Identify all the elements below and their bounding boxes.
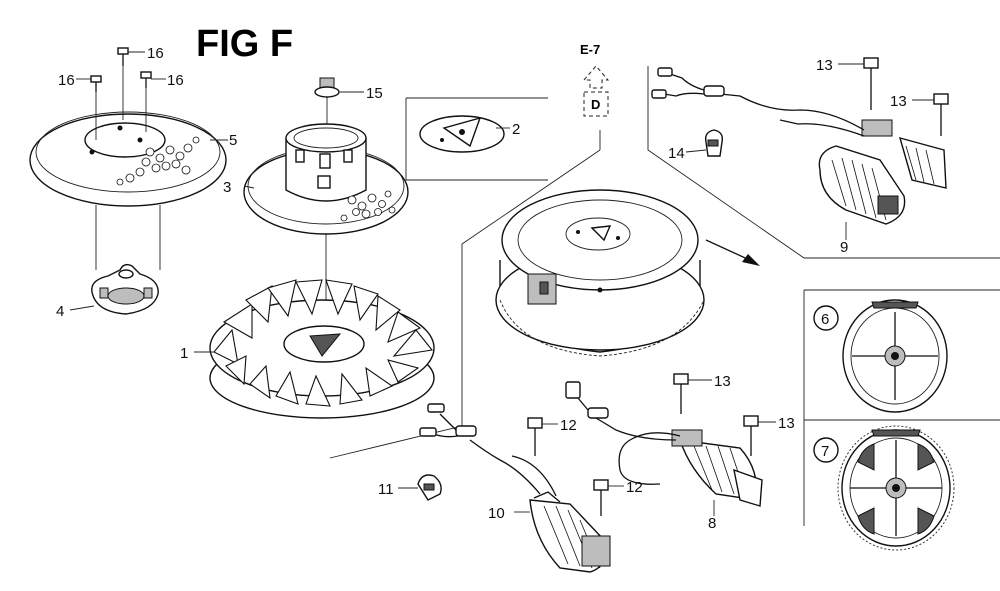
part-14-nut (314, 77, 340, 130)
callout-16: 16 (58, 72, 75, 89)
part-1-cooling-fan (209, 279, 435, 419)
part-15-wire-clip (704, 129, 724, 157)
part-9-ignition-coil (651, 67, 947, 225)
callout-3: 3 (223, 179, 231, 196)
callout-13: 13 (714, 373, 731, 390)
callout-16: 16 (147, 45, 164, 62)
callout-12: 12 (626, 479, 643, 496)
part-8-charge-coil (565, 381, 763, 507)
reference-box-letter: D (591, 97, 600, 112)
callout-13: 13 (816, 57, 833, 74)
flywheel (495, 189, 705, 357)
reference-label: E-7 (580, 42, 600, 57)
part-13-bolts-lower (673, 373, 759, 456)
callout-13: 13 (890, 93, 907, 110)
callout-10: 10 (488, 505, 505, 522)
callout-15: 14 (668, 145, 685, 162)
part-7-flywheel-inset (837, 425, 955, 551)
callout-12: 12 (560, 417, 577, 434)
callout-5: 5 (229, 132, 237, 149)
part-2-plate (419, 115, 505, 153)
part-11-wire-clip (417, 474, 442, 501)
part-6-flywheel-inset (842, 299, 948, 413)
part-5-cover-plate (29, 111, 227, 207)
part-3-starter-pulley (243, 123, 409, 235)
part-4-starter-hub (91, 263, 159, 315)
part-13-bolts-upper (863, 57, 949, 136)
callout-16: 16 (167, 72, 184, 89)
part-10-exciter-coil (419, 403, 611, 573)
callout-13: 13 (778, 415, 795, 432)
callout-2: 2 (512, 121, 520, 138)
figure-title: FIG F (196, 23, 293, 65)
callout-1: 1 (180, 345, 188, 362)
callout-14: 15 (366, 85, 383, 102)
reference-arrow-e7: E-7 D (580, 42, 610, 117)
callout-4: 4 (56, 303, 64, 320)
callout-9: 9 (840, 239, 848, 256)
part-12-bolts (527, 417, 609, 516)
callout-7: 7 (821, 443, 829, 460)
callout-11: 11 (378, 481, 394, 498)
callout-8: 8 (708, 515, 716, 532)
callout-6: 6 (821, 311, 829, 328)
